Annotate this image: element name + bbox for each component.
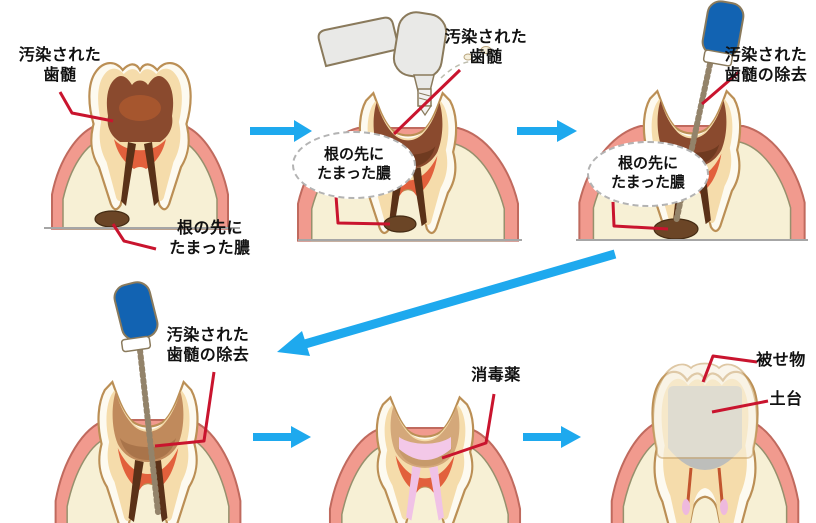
leader-line	[392, 68, 462, 136]
arrow-step5-step6	[523, 426, 581, 448]
leader-line	[334, 195, 391, 226]
step2-illustration	[296, 11, 522, 242]
bubble-text: 根の先に たまった膿	[317, 146, 391, 182]
pus-at-root-tip-1	[94, 210, 130, 228]
leader-line	[154, 371, 216, 448]
step4-illustration	[54, 281, 242, 523]
label-infected-pulp-step1: 汚染された 歯髄	[18, 47, 102, 84]
leader-line	[441, 393, 496, 460]
dental-drill	[317, 11, 492, 117]
root-filling-tip	[720, 499, 728, 515]
arrow-step1-step2	[250, 120, 312, 142]
disinfectant-fill	[399, 437, 451, 460]
infected-pulp	[106, 75, 174, 206]
leader-line	[701, 70, 740, 106]
leader-line	[58, 91, 114, 123]
crown-cap	[652, 362, 758, 459]
label-disinfectant-step5: 消毒薬	[471, 367, 521, 384]
leader-line	[701, 354, 758, 383]
bubble-text: 根の先に たまった膿	[611, 155, 685, 191]
flow-arrows	[250, 120, 617, 448]
arrow-step3-step4	[277, 249, 617, 356]
label-pus-step1: 根の先に たまった膿	[169, 220, 251, 257]
speech-bubble-pus-step3: 根の先に たまった膿	[587, 141, 709, 207]
step5-illustration	[328, 393, 522, 523]
label-infected-pulp-step2: 汚染された 歯髄	[444, 29, 528, 66]
arrow-step4-step5	[253, 426, 311, 448]
label-pulp-removal-step4: 汚染された 歯髄の除去	[166, 327, 250, 364]
leader-line	[611, 201, 669, 231]
label-pulp-removal-step3: 汚染された 歯髄の除去	[724, 47, 808, 84]
step6-illustration	[610, 354, 800, 523]
leader-line	[711, 399, 769, 414]
root-filling-tip	[682, 499, 690, 515]
root-canal-file	[113, 281, 161, 515]
arrow-step2-step3	[517, 120, 577, 142]
step3-illustration	[576, 0, 808, 242]
label-core-step6: 土台	[769, 391, 803, 408]
speech-bubble-pus-step2: 根の先に たまった膿	[292, 131, 416, 199]
label-crown-step6: 被せ物	[756, 352, 806, 369]
leader-line	[111, 223, 157, 251]
step1-illustration	[44, 61, 240, 251]
